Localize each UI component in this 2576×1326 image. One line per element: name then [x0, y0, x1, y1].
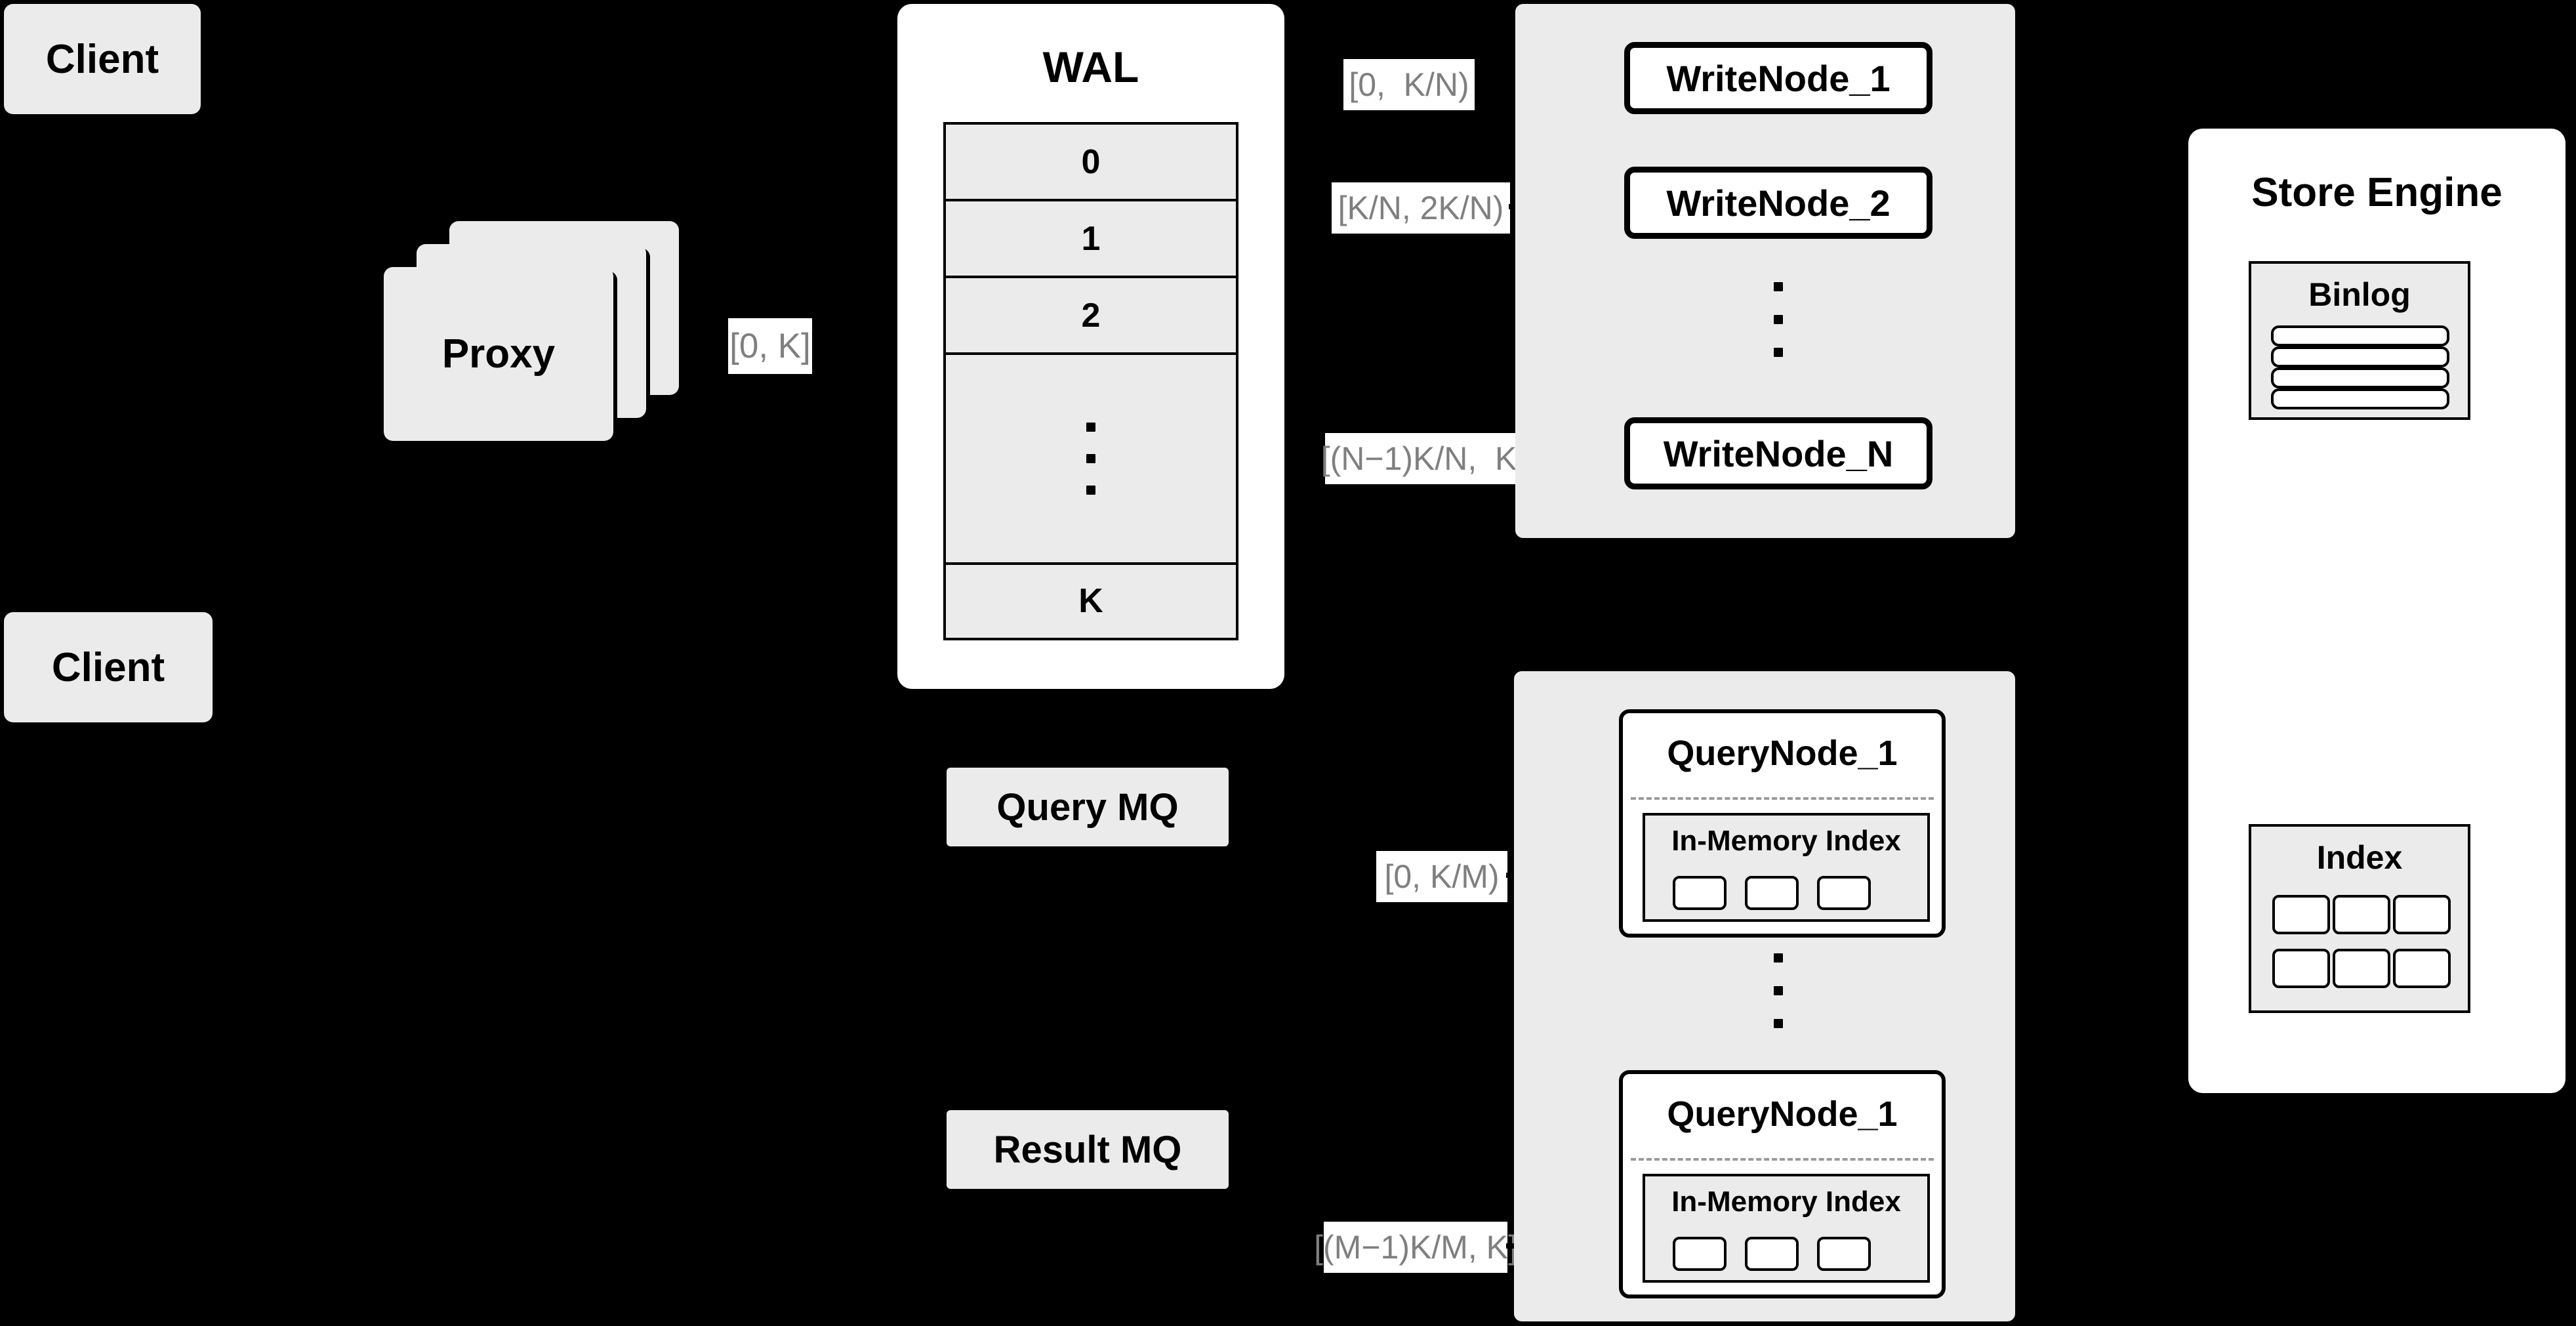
- wal-row: 2: [946, 278, 1236, 355]
- binlog-panel: Binlog: [2249, 261, 2470, 420]
- in-memory-index-title-1: In-Memory Index: [1671, 825, 1901, 857]
- querynode-separator-1: [1631, 797, 1934, 800]
- index-cell: [2333, 895, 2390, 934]
- index-cell: [2393, 895, 2451, 934]
- index-title: Index: [2316, 839, 2403, 876]
- client-label-2: Client: [51, 644, 165, 690]
- querynode-title-1: QueryNode_1: [1667, 734, 1898, 773]
- wal-row: 0: [946, 125, 1236, 201]
- writenode-1-range-label: [0, K/N): [1343, 59, 1475, 110]
- proxy-label: Proxy: [441, 331, 556, 377]
- ellipsis-dot-icon: [1774, 315, 1783, 324]
- wal-panel: WAL 0 1 2 K: [897, 4, 1284, 689]
- ellipsis-dot-icon: [1774, 1019, 1783, 1028]
- query-mq-box: Query MQ: [947, 768, 1229, 846]
- wal-title: WAL: [1042, 43, 1139, 91]
- writenode-2-range-label: [K/N, 2K/N): [1332, 182, 1510, 234]
- querynode-1-range-label: [0, K/M): [1376, 851, 1507, 902]
- index-connector: [2154, 947, 2194, 951]
- index-cell: [1745, 876, 1799, 910]
- writenode-2-range-text: [K/N, 2K/N): [1338, 190, 1504, 226]
- proxy-card-front: Proxy: [384, 267, 613, 441]
- in-memory-index-1: In-Memory Index: [1643, 813, 1930, 922]
- index-panel: Index: [2249, 824, 2470, 1013]
- wal-slot-label: 0: [1081, 142, 1101, 181]
- wal-slot-table: 0 1 2 K: [943, 122, 1238, 640]
- index-cell: [1745, 1237, 1799, 1271]
- wal-slot-label: K: [1078, 582, 1103, 620]
- querynode-group-panel: QueryNode_1 In-Memory Index QueryNode_1 …: [1514, 671, 2015, 1321]
- query-mq-label: Query MQ: [996, 785, 1179, 829]
- querynode-ellipsis: [1774, 953, 1783, 1028]
- store-engine-panel: Store Engine Binlog Index: [2188, 129, 2566, 1093]
- index-cell: [2272, 895, 2330, 934]
- ellipsis-dot-icon: [1086, 486, 1095, 495]
- writenode-box-2: WriteNode_2: [1624, 167, 1932, 239]
- ellipsis-dot-icon: [1774, 348, 1783, 357]
- writenode-label-2: WriteNode_2: [1666, 182, 1891, 224]
- index-cell: [2272, 949, 2330, 988]
- ellipsis-dot-icon: [1774, 282, 1783, 291]
- index-cell: [2333, 949, 2390, 988]
- wal-row: K: [946, 565, 1236, 637]
- writenode-1-range-text: [0, K/N): [1349, 66, 1469, 103]
- index-cell: [1673, 876, 1727, 910]
- ellipsis-dot-icon: [1774, 953, 1783, 963]
- client-label-1: Client: [45, 36, 159, 82]
- querynode-m-range-text: [(M−1)K/M, K]: [1314, 1229, 1517, 1266]
- proxy-range-text: [0, K]: [729, 327, 811, 365]
- querynode-1-range-text: [0, K/M): [1384, 858, 1500, 895]
- writenode-n-range-label: [(N−1)K/N, K]: [1321, 433, 1526, 484]
- result-mq-box: Result MQ: [947, 1110, 1229, 1189]
- index-cell: [1673, 1237, 1727, 1271]
- querynode-m-range-label: [(M−1)K/M, K]: [1314, 1222, 1517, 1273]
- binlog-row: [2271, 346, 2449, 367]
- in-memory-index-m: In-Memory Index: [1643, 1174, 1930, 1283]
- index-cell: [1817, 1237, 1871, 1271]
- binlog-row: [2271, 325, 2449, 346]
- binlog-title: Binlog: [2308, 276, 2411, 313]
- ellipsis-dot-icon: [1086, 423, 1095, 432]
- wal-slot-label: 2: [1081, 296, 1101, 335]
- querynode-separator-m: [1631, 1158, 1934, 1161]
- writenode-label-n: WriteNode_N: [1663, 432, 1894, 474]
- ellipsis-dot-icon: [1774, 986, 1783, 995]
- writenode-ellipsis: [1774, 282, 1783, 357]
- in-memory-index-title-m: In-Memory Index: [1671, 1186, 1901, 1218]
- binlog-connector: [2154, 386, 2194, 390]
- binlog-row: [2271, 388, 2449, 409]
- querynode-box-m: QueryNode_1 In-Memory Index: [1619, 1070, 1946, 1298]
- binlog-row: [2271, 367, 2449, 388]
- ellipsis-dot-icon: [1086, 454, 1095, 463]
- writenode-label-1: WriteNode_1: [1666, 57, 1891, 99]
- writenode-box-1: WriteNode_1: [1624, 42, 1932, 114]
- querynode-title-m: QueryNode_1: [1667, 1094, 1898, 1134]
- store-engine-title: Store Engine: [2251, 170, 2503, 215]
- writenode-box-n: WriteNode_N: [1624, 417, 1932, 489]
- wal-ellipsis-row: [946, 355, 1236, 565]
- wal-slot-label: 1: [1081, 219, 1101, 258]
- client-box-2: Client: [4, 612, 213, 722]
- proxy-range-label: [0, K]: [728, 318, 812, 374]
- index-cell: [1817, 876, 1871, 910]
- writenode-n-range-text: [(N−1)K/N, K]: [1320, 440, 1526, 477]
- querynode-box-1: QueryNode_1 In-Memory Index: [1619, 709, 1946, 938]
- wal-row: 1: [946, 201, 1236, 278]
- writenode-group-panel: WriteNode_1 WriteNode_2 WriteNode_N: [1515, 4, 2015, 538]
- index-cell: [2393, 949, 2451, 988]
- client-box-1: Client: [4, 4, 201, 114]
- result-mq-label: Result MQ: [993, 1128, 1182, 1171]
